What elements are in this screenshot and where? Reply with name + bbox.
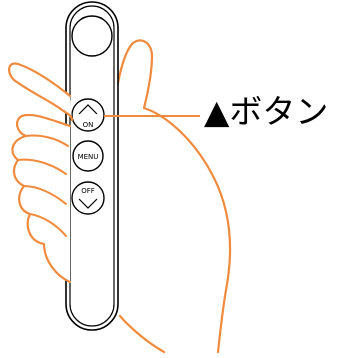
down-button[interactable]: OFF	[72, 182, 104, 214]
up-button-label: ON	[83, 121, 94, 129]
menu-button[interactable]: MENU	[73, 141, 103, 171]
down-button-label: OFF	[81, 187, 95, 195]
up-button-callout-label: ▲ボタン	[204, 92, 328, 132]
thumb-outline	[9, 63, 72, 120]
top-sensor	[72, 16, 112, 56]
fingers-outline	[12, 115, 70, 282]
hand-back-outline	[113, 40, 230, 352]
menu-button-label: MENU	[78, 153, 99, 161]
wrist-line	[120, 316, 164, 352]
up-button[interactable]: ON	[72, 99, 104, 131]
